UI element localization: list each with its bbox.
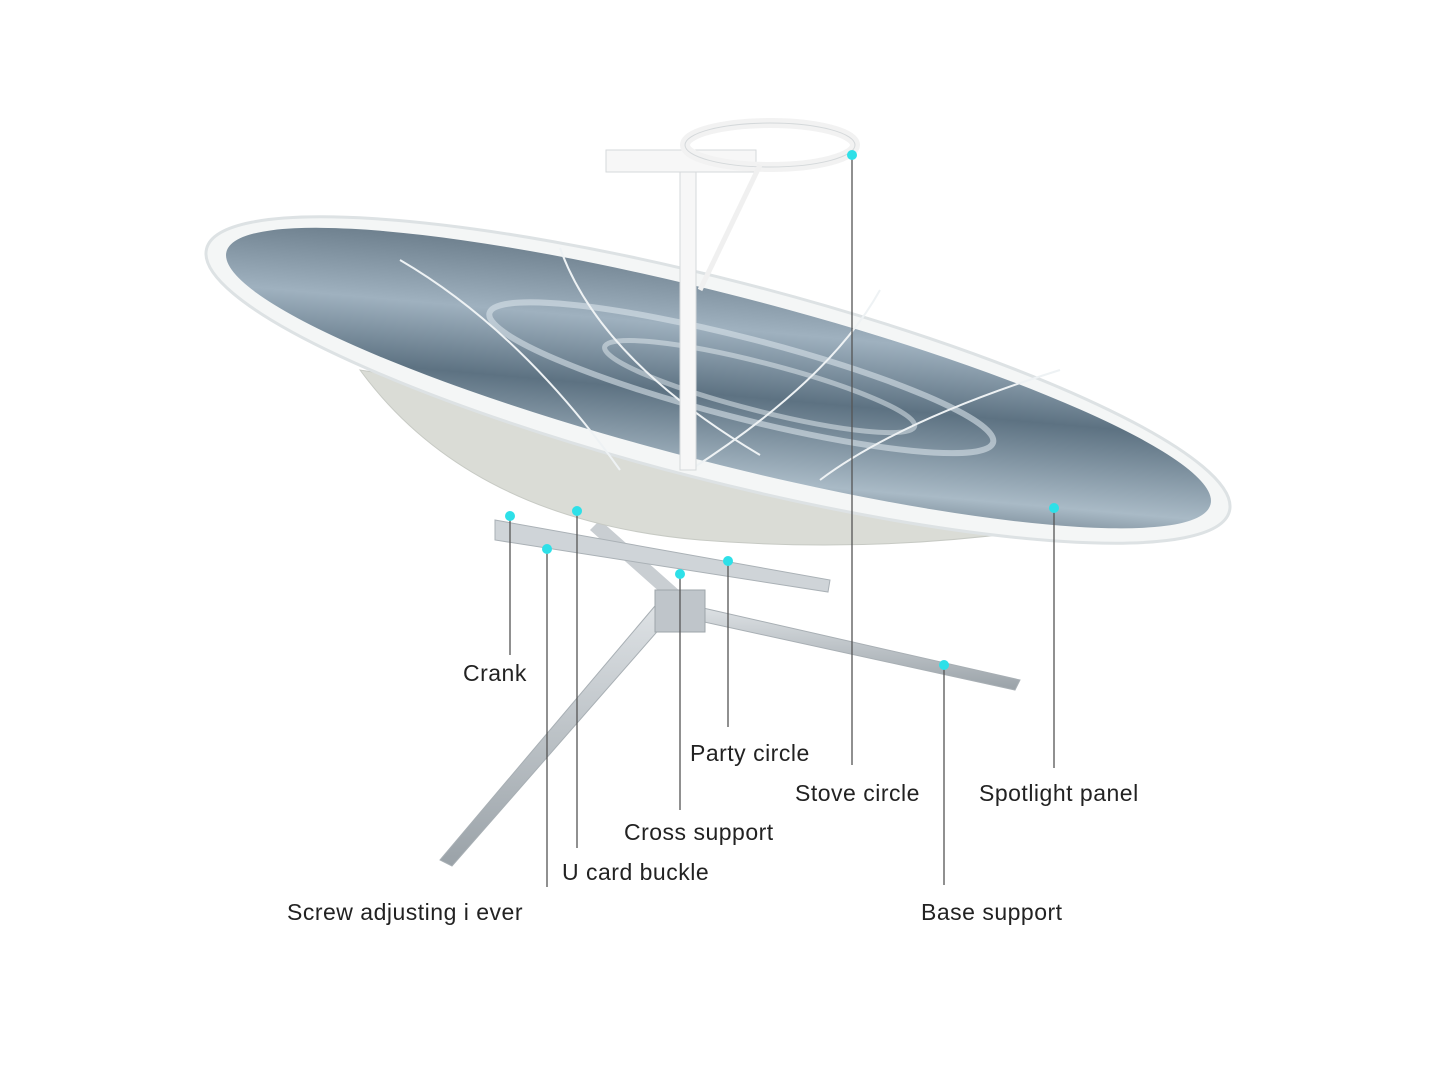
panel-seams (399, 247, 1061, 481)
dot-party-circle (723, 556, 733, 566)
dot-crank (505, 511, 515, 521)
label-spotlight-panel: Spotlight panel (979, 780, 1139, 806)
dish (204, 215, 1232, 545)
label-cross-support: Cross support (624, 819, 774, 845)
label-screw-adjusting-lever: Screw adjusting i ever (287, 899, 523, 925)
dot-screw-adjusting-lever (542, 544, 552, 554)
dot-u-card-buckle (572, 506, 582, 516)
leader-lines (509, 155, 1055, 887)
dot-spotlight-panel (1049, 503, 1059, 513)
dot-stove-circle (847, 150, 857, 160)
dot-cross-support (675, 569, 685, 579)
label-crank: Crank (463, 660, 527, 686)
label-stove-circle: Stove circle (795, 780, 920, 806)
dot-base-support (939, 660, 949, 670)
label-u-card-buckle: U card buckle (562, 859, 710, 885)
base-legs (439, 519, 1021, 867)
stove-support (605, 118, 860, 471)
label-party-circle: Party circle (690, 740, 810, 766)
callout-dots (505, 150, 1059, 670)
label-base-support: Base support (921, 899, 1063, 925)
